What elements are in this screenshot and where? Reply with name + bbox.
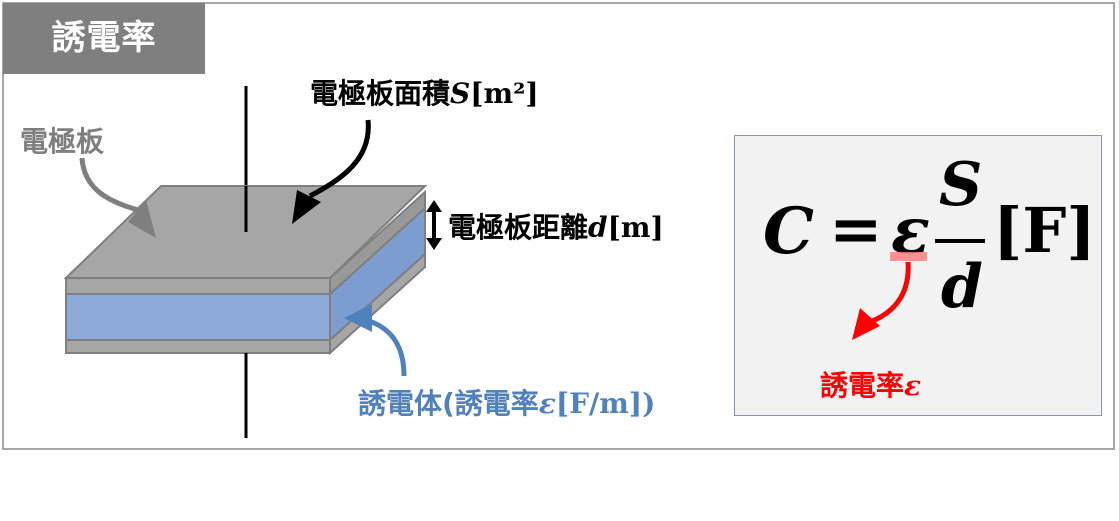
formula-capacitance: C	[763, 194, 814, 269]
top-plate-side	[329, 189, 426, 297]
distance-arrow-down	[426, 238, 442, 250]
formula-denominator: d	[941, 252, 983, 322]
epsilon-arrow-head	[852, 308, 880, 340]
title-tab: 誘電率	[3, 3, 205, 74]
formula-numerator: S	[939, 150, 983, 220]
plate-arrow	[79, 157, 139, 213]
area-label: 電極板面積S[m²]	[310, 77, 539, 110]
epsilon-arrow	[869, 261, 911, 325]
dielectric-arrow-head	[344, 304, 372, 332]
plate-arrow-head	[128, 200, 156, 238]
formula-unit: [F]	[993, 194, 1096, 267]
distance-label: 電極板距離d[m]	[448, 211, 664, 244]
area-arrow-head	[292, 190, 321, 224]
formula-equals: =	[829, 192, 883, 267]
permittivity-annotation: 誘電率ε	[820, 369, 922, 402]
epsilon-highlight	[890, 252, 927, 261]
formula-box: C = ε S d [F]	[734, 135, 1102, 416]
distance-arrow-up	[426, 200, 442, 212]
formula-fraction-bar	[935, 239, 985, 243]
area-arrow	[308, 119, 371, 199]
plate-label: 電極板	[20, 125, 105, 158]
dielectric-label: 誘電体(誘電率ε[F/m])	[358, 387, 656, 420]
